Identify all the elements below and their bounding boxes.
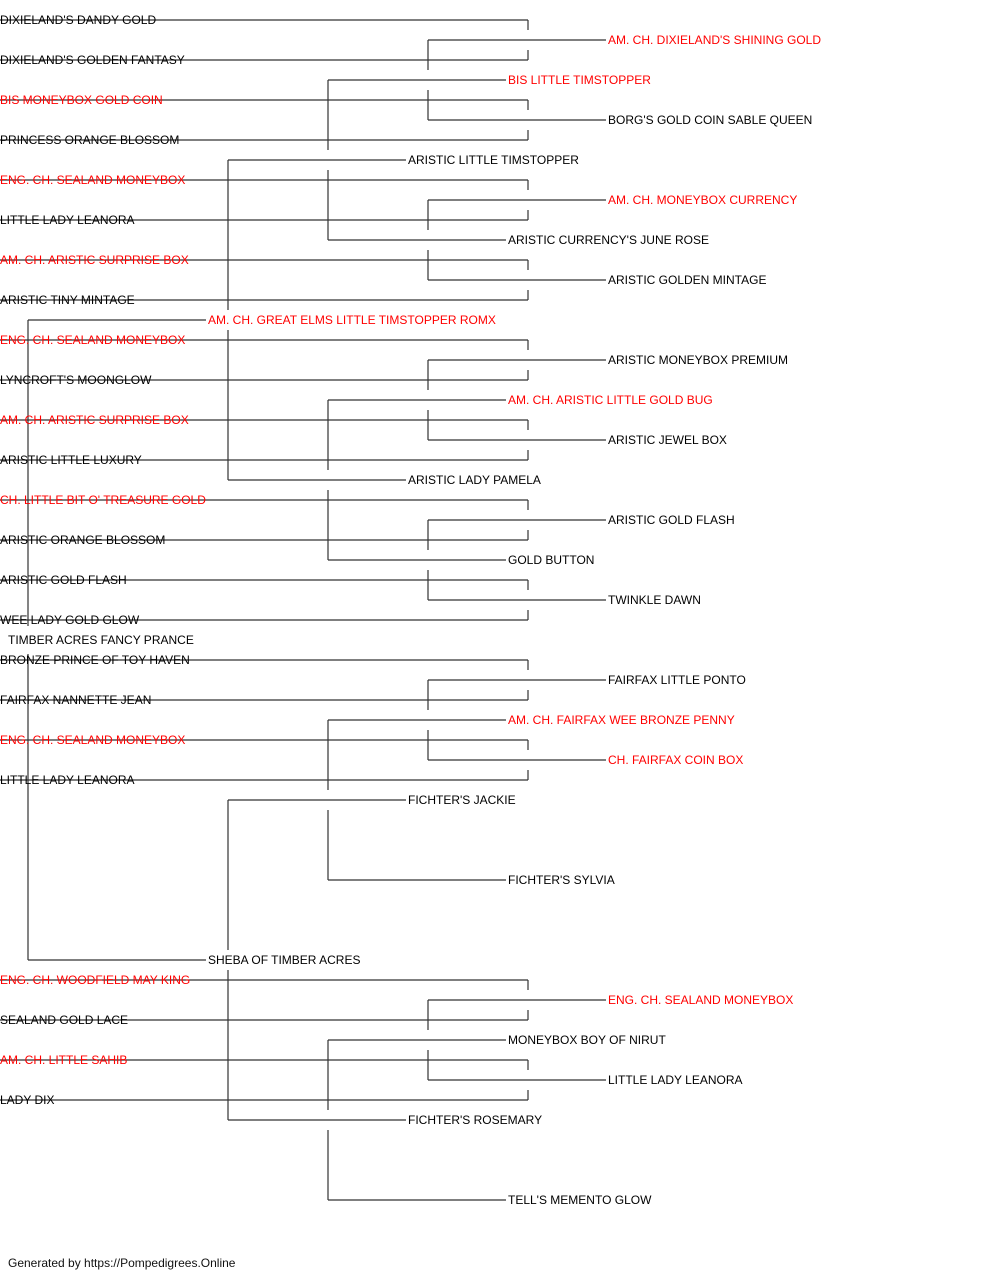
- dog-name-gen3: TELL'S MEMENTO GLOW: [508, 1193, 652, 1207]
- dog-name-gen5: ARISTIC TINY MINTAGE: [0, 293, 135, 307]
- dog-name-gen4: AM. CH. DIXIELAND'S SHINING GOLD: [608, 33, 821, 47]
- footer-credit: Generated by https://Pompedigrees.Online: [8, 1256, 236, 1270]
- dog-name-gen4: LITTLE LADY LEANORA: [608, 1073, 743, 1087]
- dog-name-gen5: ENG. CH. WOODFIELD MAY KING: [0, 973, 190, 987]
- dog-name-gen0: TIMBER ACRES FANCY PRANCE: [8, 633, 194, 647]
- dog-name-gen3: GOLD BUTTON: [508, 553, 594, 567]
- dog-name-gen4: AM. CH. MONEYBOX CURRENCY: [608, 193, 797, 207]
- dog-name-gen2: ARISTIC LITTLE TIMSTOPPER: [408, 153, 579, 167]
- dog-name-gen3: BIS LITTLE TIMSTOPPER: [508, 73, 651, 87]
- dog-name-gen3: AM. CH. ARISTIC LITTLE GOLD BUG: [508, 393, 713, 407]
- dog-name-gen5: LITTLE LADY LEANORA: [0, 213, 135, 227]
- dog-name-gen4: TWINKLE DAWN: [608, 593, 701, 607]
- dog-name-gen5: ARISTIC LITTLE LUXURY: [0, 453, 142, 467]
- dog-name-gen5: AM. CH. LITTLE SAHIB: [0, 1053, 127, 1067]
- dog-name-gen5: DIXIELAND'S DANDY GOLD: [0, 13, 156, 27]
- dog-name-gen5: ENG. CH. SEALAND MONEYBOX: [0, 173, 185, 187]
- dog-name-gen5: DIXIELAND'S GOLDEN FANTASY: [0, 53, 185, 67]
- pedigree-tree: TIMBER ACRES FANCY PRANCE AM. CH. GREAT E…: [0, 13, 821, 1207]
- dog-name-gen5: SEALAND GOLD LACE: [0, 1013, 128, 1027]
- dog-name-gen5: CH. LITTLE BIT O' TREASURE GOLD: [0, 493, 206, 507]
- dog-name-gen4: ARISTIC GOLDEN MINTAGE: [608, 273, 766, 287]
- dog-name-gen1: SHEBA OF TIMBER ACRES: [208, 953, 360, 967]
- dog-name-gen4: ARISTIC JEWEL BOX: [608, 433, 727, 447]
- dog-name-gen5: AM. CH. ARISTIC SURPRISE BOX: [0, 413, 189, 427]
- dog-name-gen2: FICHTER'S JACKIE: [408, 793, 516, 807]
- dog-name-gen4: ARISTIC GOLD FLASH: [608, 513, 735, 527]
- dog-name-gen4: BORG'S GOLD COIN SABLE QUEEN: [608, 113, 812, 127]
- dog-name-gen5: PRINCESS ORANGE BLOSSOM: [0, 133, 179, 147]
- dog-name-gen2: ARISTIC LADY PAMELA: [408, 473, 541, 487]
- dog-name-gen5: FAIRFAX NANNETTE JEAN: [0, 693, 151, 707]
- dog-name-gen3: ARISTIC CURRENCY'S JUNE ROSE: [508, 233, 709, 247]
- dog-name-gen5: ARISTIC ORANGE BLOSSOM: [0, 533, 165, 547]
- dog-name-gen3: MONEYBOX BOY OF NIRUT: [508, 1033, 666, 1047]
- dog-name-gen4: ARISTIC MONEYBOX PREMIUM: [608, 353, 788, 367]
- dog-name-gen4: CH. FAIRFAX COIN BOX: [608, 753, 743, 767]
- dog-name-gen4: ENG. CH. SEALAND MONEYBOX: [608, 993, 793, 1007]
- dog-name-gen5: LITTLE LADY LEANORA: [0, 773, 135, 787]
- dog-name-gen5: ENG. CH. SEALAND MONEYBOX: [0, 733, 185, 747]
- dog-name-gen4: FAIRFAX LITTLE PONTO: [608, 673, 746, 687]
- dog-name-gen5: LADY DIX: [0, 1093, 54, 1107]
- dog-name-gen3: FICHTER'S SYLVIA: [508, 873, 615, 887]
- dog-name-gen2: FICHTER'S ROSEMARY: [408, 1113, 542, 1127]
- dog-name-gen5: LYNCROFT'S MOONGLOW: [0, 373, 152, 387]
- dog-name-gen5: ARISTIC GOLD FLASH: [0, 573, 127, 587]
- dog-name-gen5: BIS MONEYBOX GOLD COIN: [0, 93, 163, 107]
- dog-name-gen3: AM. CH. FAIRFAX WEE BRONZE PENNY: [508, 713, 735, 727]
- dog-name-gen5: BRONZE PRINCE OF TOY HAVEN: [0, 653, 190, 667]
- dog-name-gen5: WEE LADY GOLD GLOW: [0, 613, 140, 627]
- dog-name-gen5: ENG. CH. SEALAND MONEYBOX: [0, 333, 185, 347]
- dog-name-gen5: AM. CH. ARISTIC SURPRISE BOX: [0, 253, 189, 267]
- dog-name-gen1: AM. CH. GREAT ELMS LITTLE TIMSTOPPER ROM…: [208, 313, 496, 327]
